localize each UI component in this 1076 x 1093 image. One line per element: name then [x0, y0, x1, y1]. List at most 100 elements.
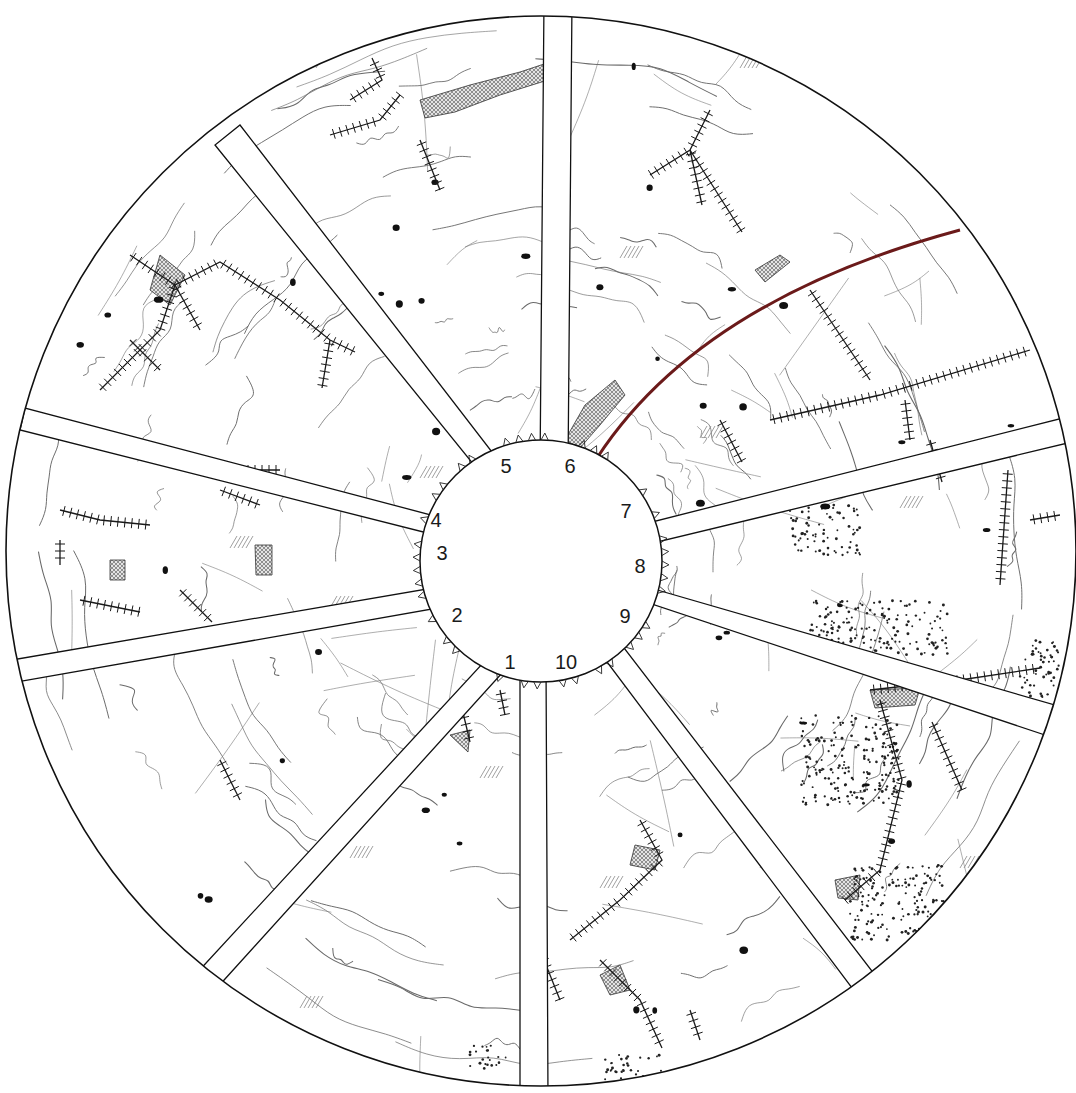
stipple [879, 784, 882, 787]
sketch-stroke [382, 693, 421, 737]
fracture-line [697, 124, 706, 128]
stipple [872, 727, 874, 729]
fracture-line [321, 364, 331, 366]
inclusion-dot [837, 604, 843, 607]
stipple [946, 613, 949, 616]
fracture-line [124, 359, 131, 366]
stipple [658, 1054, 661, 1057]
stipple [825, 615, 828, 618]
fracture-line [194, 604, 201, 611]
stipple [866, 904, 868, 906]
fracture-line [649, 1027, 658, 1031]
stipple [886, 642, 888, 644]
segment-number: 4 [430, 510, 441, 530]
sketch-stroke [512, 389, 535, 399]
fracture-line [724, 434, 733, 439]
inclusion-dot [779, 302, 788, 309]
stipple [881, 923, 884, 926]
stipple [852, 779, 854, 781]
fracture-line [847, 892, 854, 900]
fracture-line [104, 600, 106, 610]
edge-tick [414, 541, 421, 548]
stipple [881, 613, 883, 615]
fracture-line [641, 827, 650, 832]
edge-tick [571, 676, 578, 684]
fracture-line [897, 777, 907, 780]
sketch-stroke [114, 299, 156, 371]
stipple [1043, 656, 1046, 659]
fracture-line [110, 601, 112, 611]
stipple [849, 803, 851, 805]
fracture-line [984, 671, 985, 681]
stipple [942, 604, 945, 607]
fracture-line [707, 180, 715, 185]
stipple [877, 927, 879, 929]
stipple [860, 909, 863, 912]
sketch-stroke [356, 126, 398, 144]
fracture-line [244, 275, 249, 283]
stipple [901, 885, 903, 887]
fracture-line [353, 123, 356, 133]
sketch-stroke [485, 1038, 521, 1049]
stipple [928, 633, 931, 636]
stipple [881, 902, 884, 905]
fracture-line [882, 389, 885, 399]
fracture-line [104, 379, 111, 386]
sketch-stroke [697, 426, 706, 443]
stipple [866, 777, 868, 779]
fracture-line [318, 385, 328, 387]
stipple [881, 774, 883, 776]
fracture-line [880, 700, 902, 870]
stipple [866, 789, 868, 791]
stipple [827, 613, 830, 616]
stipple [871, 867, 874, 870]
stipple [889, 746, 891, 748]
stipple [893, 780, 896, 783]
stipple [888, 935, 890, 937]
hatched-patch [835, 875, 860, 900]
stipple [872, 882, 874, 884]
fracture-line [701, 118, 710, 122]
fracture-line [464, 737, 474, 739]
stipple [881, 914, 883, 916]
stipple [932, 899, 934, 901]
fracture-line [999, 529, 1009, 531]
stipple [875, 761, 877, 763]
stipple [881, 790, 884, 793]
stipple [605, 1071, 608, 1074]
fracture-line [733, 222, 741, 227]
stipple [878, 641, 880, 643]
fracture-line [640, 874, 647, 881]
inclusion-dot [647, 185, 653, 191]
edge-tick [413, 554, 420, 561]
stipple [830, 768, 833, 771]
stipple [809, 743, 812, 746]
fracture-line [117, 603, 119, 613]
stipple [806, 755, 808, 757]
sketch-stroke [658, 233, 722, 268]
stipple [872, 748, 874, 750]
edge-tick [413, 433, 669, 689]
stipple [875, 736, 877, 738]
stipple [1026, 679, 1028, 681]
fracture-line [991, 670, 992, 680]
stipple [1032, 650, 1035, 653]
sketch-stroke [420, 1036, 424, 1093]
sketch-stroke [245, 786, 316, 840]
sketch-stroke [1008, 196, 1015, 208]
fracture-line [929, 724, 938, 728]
fracture-line [150, 950, 165, 965]
stipple [907, 913, 910, 916]
fracture-line [963, 365, 966, 375]
stipple [824, 777, 826, 779]
stipple [801, 735, 803, 737]
fracture-line [154, 954, 161, 961]
stipple [858, 526, 861, 529]
fracture-line [227, 780, 236, 784]
sketch-stroke [458, 353, 508, 373]
sketch-stroke [281, 257, 292, 277]
hatched-patch [565, 380, 625, 448]
fracture-line [83, 596, 85, 606]
stipple [818, 550, 820, 552]
fracture-line [938, 743, 947, 747]
